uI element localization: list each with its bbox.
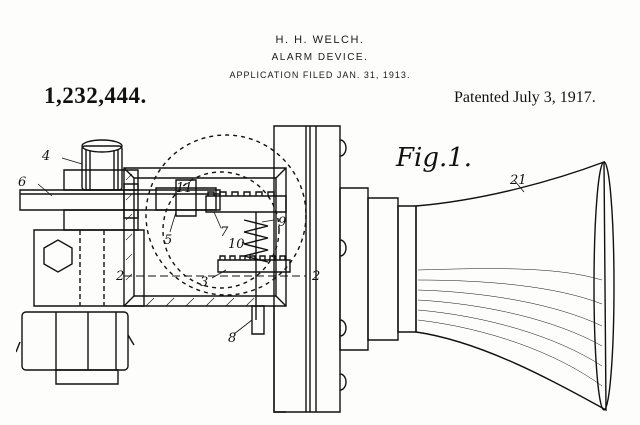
ref-8: 8 [228,331,236,346]
ref-3: 3 [200,275,208,290]
horn-throat [340,188,416,350]
patent-date: Patented July 3, 1917. [454,89,596,106]
ref-5: 5 [164,233,172,248]
ref-21: 21 [509,173,527,188]
ref-11: 11 [176,181,193,196]
inventor-name: H. H. WELCH. [275,34,365,46]
ref-9: 9 [278,215,286,230]
ref-4: 4 [41,149,50,164]
shaft-cap [82,140,122,190]
ref-2-left: 2 [115,269,124,284]
gear-housing [124,168,286,306]
ref-2-right: 2 [311,269,320,284]
patent-title: ALARM DEVICE. [271,52,369,63]
figure-1-drawing: Fig.1. 4 6 11 5 7 9 10 2 3 2 8 21 [16,120,626,420]
lower-cylinder [16,312,134,384]
hex-block [34,230,144,306]
ref-7: 7 [220,225,229,240]
ref-10: 10 [228,237,245,252]
patent-number: 1,232,444. [44,83,147,108]
application-filed-date: APPLICATION FILED JAN. 31, 1913. [229,70,411,80]
upper-gear [206,192,286,212]
ref-6: 6 [18,175,26,190]
figure-label: Fig.1. [395,143,472,173]
lower-gear [218,256,290,272]
horn-bell [416,162,614,410]
